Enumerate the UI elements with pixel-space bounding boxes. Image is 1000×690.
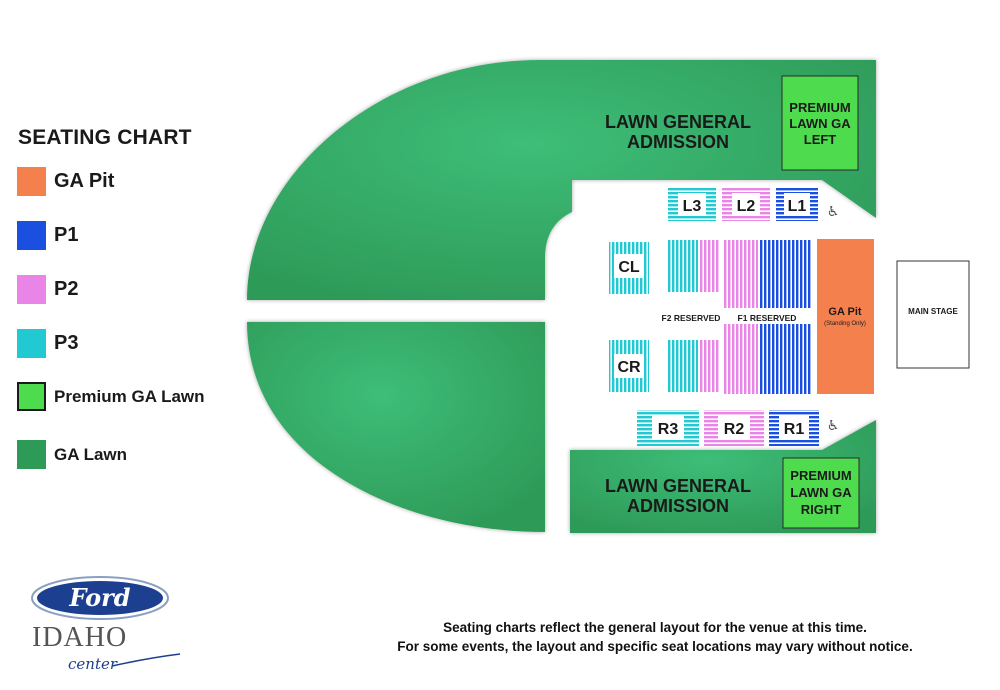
legend-label: P3 [54,332,79,354]
legend-label: P1 [54,224,79,246]
premium-left-label-3: LEFT [804,132,837,147]
ford-wordmark: Ford [68,583,130,612]
section-r3[interactable]: R3 [637,410,699,446]
lawn-top-label-1: LAWN GENERAL [605,112,751,132]
p3-swatch [17,329,46,358]
main-stage-label: MAIN STAGE [908,307,958,316]
premium-left-label-2: LAWN GA [789,116,851,131]
seating-legend: SEATING CHART [18,126,192,168]
lawn-ga-upper[interactable] [247,60,876,300]
legend-item-p1: P1 [17,221,78,250]
lawn-bottom-label-1: LAWN GENERAL [605,476,751,496]
lawn-top-label-2: ADMISSION [627,132,729,152]
ga-pit-label: GA Pit [828,306,862,318]
section-cr[interactable]: CR [609,340,649,392]
ga-pit-swatch [17,167,46,196]
section-cl[interactable]: CL [609,242,649,294]
idaho-wordmark: IDAHO [32,622,127,653]
section-r2[interactable]: R2 [704,410,764,446]
premium-lawn-left[interactable] [781,75,859,171]
premium-left-label-1: PREMIUM [789,100,850,115]
layout-disclaimer: Seating charts reflect the general layou… [340,618,970,656]
section-f2-lower[interactable] [668,340,719,392]
legend-label: P2 [54,278,79,300]
legend-item-ga-lawn: GA Lawn [17,440,127,469]
section-label: L2 [737,198,756,215]
disclaimer-line-2: For some events, the layout and specific… [397,639,913,654]
section-f1-lower[interactable] [723,324,811,394]
main-stage: MAIN STAGE [896,260,970,369]
ga-pit[interactable]: GA Pit (Standing Only) [817,239,874,394]
f2-reserved-label: F2 RESERVED [662,313,721,323]
ford-idaho-center-logo: Ford IDAHO center [28,576,188,676]
section-l2[interactable]: L2 [722,188,770,221]
section-label: L1 [788,198,807,215]
lawn-ga-lower[interactable] [247,322,545,532]
premium-right-label-2: LAWN GA [790,485,852,500]
section-f2-upper[interactable] [668,240,719,292]
ga-lawn-swatch [17,440,46,469]
premium-right-label-3: RIGHT [801,502,842,517]
section-label: R3 [658,421,679,438]
p1-swatch [17,221,46,250]
legend-title: SEATING CHART [18,126,192,149]
legend-label: GA Lawn [54,444,128,464]
section-label: L3 [683,198,702,215]
legend-item-premium-ga-lawn: Premium GA Lawn [17,382,205,411]
section-r1[interactable]: R1 [769,410,819,446]
section-l1[interactable]: L1 [776,188,818,221]
center-script: center [68,655,118,673]
legend-item-ga-pit: GA Pit [17,167,114,196]
section-l3[interactable]: L3 [668,188,716,221]
premium-right-label-1: PREMIUM [790,468,851,483]
section-f1-upper[interactable] [723,240,811,308]
section-label: R1 [784,421,805,438]
ga-pit-sublabel: (Standing Only) [824,321,866,327]
section-label: R2 [724,421,745,438]
p2-swatch [17,275,46,304]
premium-ga-lawn-swatch [17,382,46,411]
disclaimer-line-1: Seating charts reflect the general layou… [443,620,867,635]
wheelchair-icon: ♿ [827,204,840,220]
premium-lawn-right[interactable] [782,457,860,529]
wheelchair-icon: ♿ [827,418,840,434]
legend-item-p3: P3 [17,329,78,358]
section-label: CL [618,259,640,276]
legend-label: GA Pit [54,170,115,192]
legend-label: Premium GA Lawn [54,386,205,406]
lawn-bottom-label-2: ADMISSION [627,496,729,516]
f1-reserved-label: F1 RESERVED [738,313,797,323]
section-label: CR [617,359,641,376]
legend-item-p2: P2 [17,275,78,304]
